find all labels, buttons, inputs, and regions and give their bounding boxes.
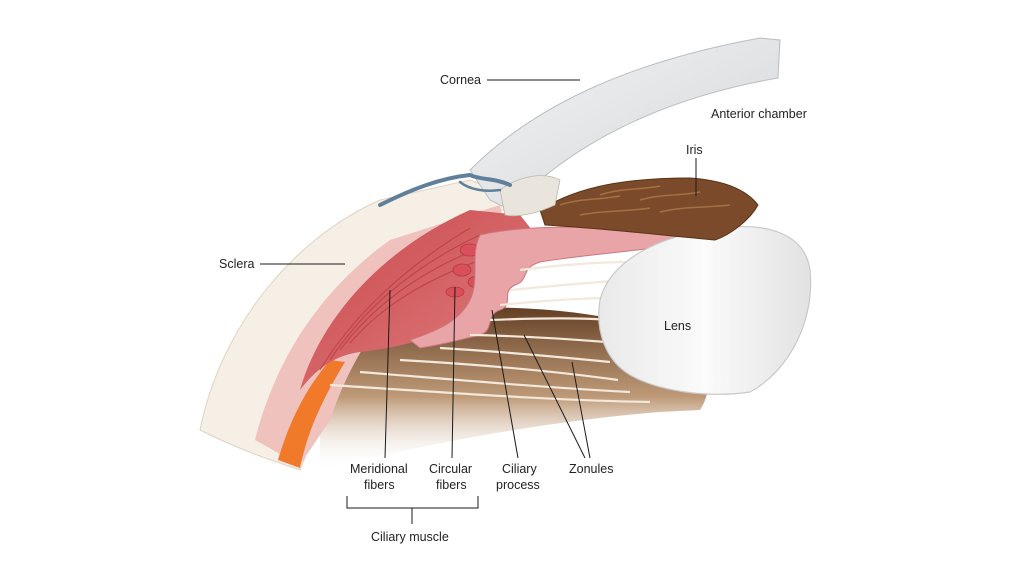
label-ciliary-process-line1: Ciliary <box>502 462 537 476</box>
label-lens: Lens <box>664 319 691 333</box>
zonules-leader-line-2 <box>571 361 591 459</box>
circular-leader-line <box>451 286 456 459</box>
label-zonules: Zonules <box>569 462 613 476</box>
iris-shape <box>539 177 759 241</box>
label-iris: Iris <box>686 143 703 157</box>
blood-vessel <box>378 172 512 207</box>
ciliary-muscle-bracket <box>346 496 479 524</box>
zonule-fibers <box>329 260 651 404</box>
label-anterior-chamber: Anterior chamber <box>711 107 807 121</box>
iris-texture <box>559 185 731 216</box>
meridional-leader-line <box>384 289 391 459</box>
ciliary-process-leader-line <box>491 309 519 459</box>
lens-shape <box>598 225 812 395</box>
label-meridional-line2: fibers <box>364 478 395 492</box>
label-circular-line1: Circular <box>429 462 472 476</box>
trabecular-meshwork <box>499 175 561 217</box>
orange-layer <box>278 360 345 468</box>
blood-vessel-branch <box>458 180 502 192</box>
label-cornea: Cornea <box>440 73 481 87</box>
label-ciliary-muscle: Ciliary muscle <box>371 530 449 544</box>
label-ciliary-process-line2: process <box>496 478 540 492</box>
label-sclera: Sclera <box>219 257 254 271</box>
zonules-leader-line-1 <box>523 334 586 459</box>
label-circular-line2: fibers <box>436 478 467 492</box>
label-meridional-line1: Meridional <box>350 462 408 476</box>
